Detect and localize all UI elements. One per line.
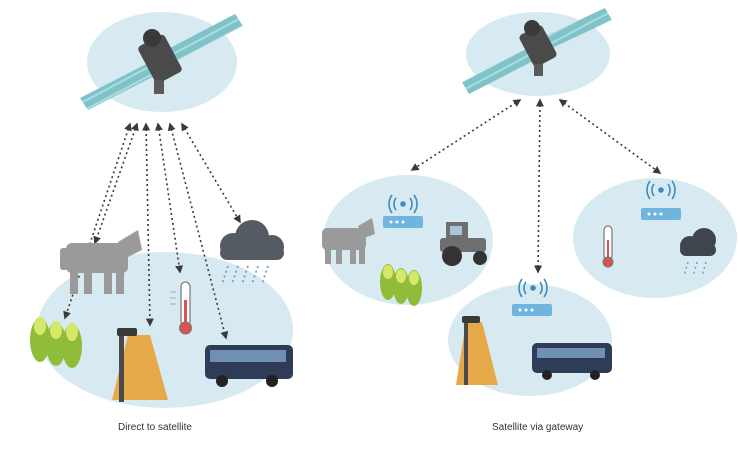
gateway-router-icon [512, 304, 552, 316]
wifi-icon [518, 278, 548, 298]
thermometer-icon [170, 281, 192, 335]
farm-bubble [323, 175, 493, 305]
wifi-icon [388, 194, 418, 214]
gateway-scene [322, 8, 737, 396]
gateway-caption: Satellite via gateway [492, 422, 584, 433]
street-lamp-icon [456, 316, 498, 385]
bus-icon [532, 343, 612, 380]
street-lamp-icon [112, 328, 168, 402]
direct-caption: Direct to satellite [118, 422, 192, 433]
gateway-router-icon [383, 216, 423, 228]
gateway-links [410, 98, 662, 274]
corn-icon [380, 264, 422, 306]
direct-scene [30, 12, 293, 408]
thermometer-icon [602, 225, 614, 268]
wifi-icon [646, 180, 676, 200]
cow-icon [60, 230, 142, 294]
cloud-rain-icon [680, 228, 716, 277]
satellite-icon [462, 8, 612, 94]
tractor-icon [440, 222, 487, 266]
cow-icon [322, 218, 375, 264]
bus-icon [205, 345, 293, 387]
gateway-router-icon [641, 208, 681, 220]
corn-icon [30, 317, 82, 368]
satellite-icon [80, 14, 243, 110]
cloud-rain-icon [220, 220, 284, 285]
